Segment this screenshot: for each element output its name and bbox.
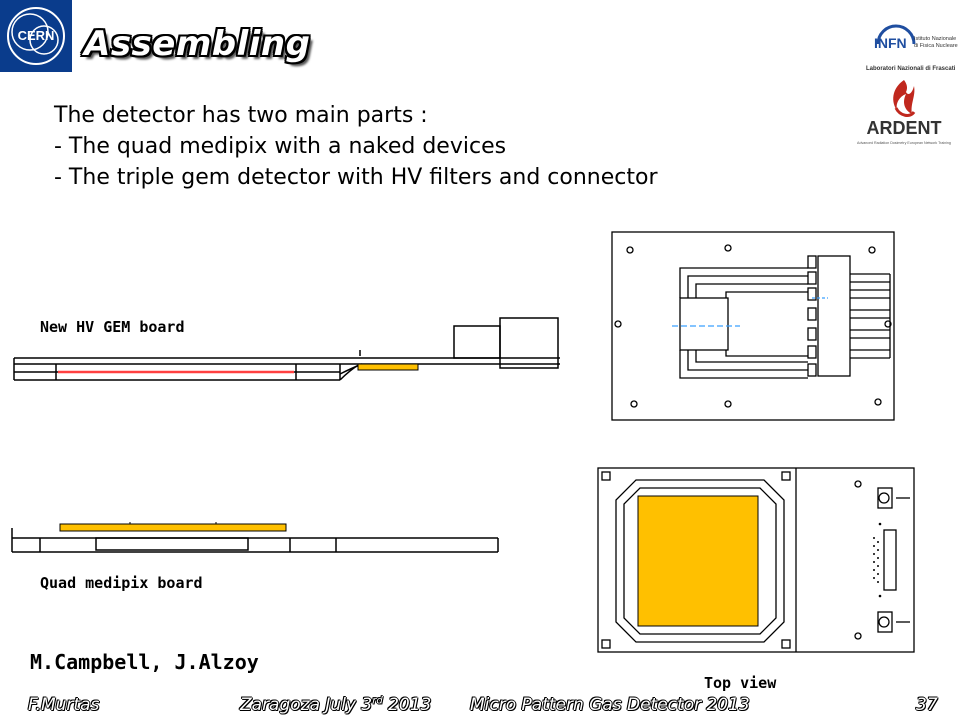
hv-board-label: New HV GEM board (40, 318, 185, 336)
slide-title: Assembling (84, 24, 311, 64)
intro-line-2: - The quad medipix with a naked devices (54, 134, 507, 159)
page-number: 37 (916, 695, 938, 715)
footer-conference: Micro Pattern Gas Detector 2013 (470, 695, 750, 715)
svg-text:Istituto Nazionale: Istituto Nazionale (914, 36, 956, 42)
intro-text: The detector has two main parts : - The … (54, 100, 658, 193)
ardent-text: ARDENT (867, 118, 942, 138)
footer-venue: Zaragoza July 3rd 2013 (240, 695, 432, 715)
footer-author: F.Murtas (28, 695, 100, 715)
infn-text: INFN (874, 35, 907, 51)
svg-text:di Fisica Nucleare: di Fisica Nucleare (914, 43, 958, 49)
quad-medipix-board-drawing (11, 522, 499, 553)
cern-logo-icon: CERN (0, 0, 72, 72)
cern-logo: CERN (0, 0, 72, 72)
svg-text:Advanced Radiation Dosimetry E: Advanced Radiation Dosimetry European Ne… (857, 141, 951, 145)
cern-logo-text: CERN (18, 28, 55, 43)
infn-logo: INFN Istituto Nazionale di Fisica Nuclea… (864, 14, 958, 76)
hv-gem-board-drawing (13, 317, 560, 381)
authors: M.Campbell, J.Alzoy (30, 650, 259, 674)
quad-board-label: Quad medipix board (40, 574, 203, 592)
intro-line-3: - The triple gem detector with HV filter… (54, 165, 658, 190)
ardent-logo: ARDENT Advanced Radiation Dosimetry Euro… (852, 76, 956, 156)
gem-top-view-drawing (611, 231, 895, 421)
intro-line-1: The detector has two main parts : (54, 103, 428, 128)
svg-text:Laboratori Nazionali di Frasca: Laboratori Nazionali di Frascati (866, 66, 956, 72)
quad-top-view-drawing (597, 467, 915, 653)
top-view-label: Top view (704, 674, 777, 692)
